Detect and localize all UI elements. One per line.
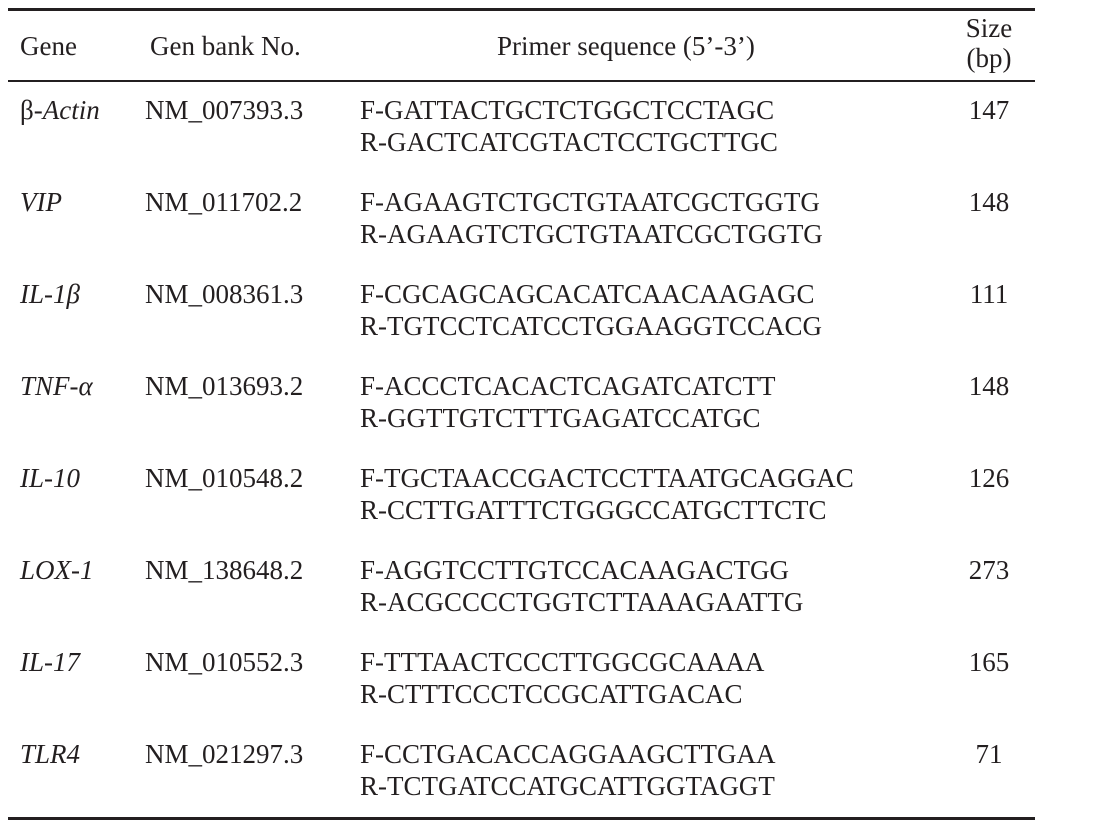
primer-sequences: F-ACCCTCACACTCAGATCATCTT R-GGTTGTCTTTGAG…: [360, 370, 776, 434]
header-gene: Gene: [20, 31, 77, 61]
forward-primer: F-CCTGACACCAGGAAGCTTGAA: [360, 739, 776, 769]
primer-sequences: F-CCTGACACCAGGAAGCTTGAA R-TCTGATCCATGCAT…: [360, 738, 776, 802]
gene-symbol: IL-17: [20, 647, 80, 677]
accession-number: NM_011702.2: [145, 187, 303, 217]
accession-number: NM_010548.2: [145, 463, 304, 493]
reverse-primer: R-CCTTGATTTCTGGGCCATGCTTCTC: [360, 495, 827, 525]
forward-primer: F-TGCTAACCGACTCCTTAATGCAGGAC: [360, 463, 854, 493]
reverse-primer: R-TGTCCTCATCCTGGAAGGTCCACG: [360, 311, 823, 341]
gene-symbol: IL-1β: [20, 279, 80, 309]
reverse-primer: R-ACGCCCCTGGTCTTAAAGAATTG: [360, 587, 804, 617]
gene-name: β-Actin: [20, 94, 100, 126]
table-row: LOX-1 NM_138648.2 F-AGGTCCTTGTCCACAAGACT…: [0, 554, 1093, 646]
gene-prefix: β-: [20, 95, 43, 125]
primer-sequences: F-TGCTAACCGACTCCTTAATGCAGGAC R-CCTTGATTT…: [360, 462, 854, 526]
product-size: 148: [968, 187, 1010, 217]
reverse-primer: R-TCTGATCCATGCATTGGTAGGT: [360, 771, 775, 801]
primer-sequences: F-AGAAGTCTGCTGTAATCGCTGGTG R-AGAAGTCTGCT…: [360, 186, 823, 250]
table-row: β-Actin NM_007393.3 F-GATTACTGCTCTGGCTCC…: [0, 94, 1093, 186]
forward-primer: F-AGAAGTCTGCTGTAATCGCTGGTG: [360, 187, 820, 217]
accession-number: NM_013693.2: [145, 371, 304, 401]
gene-name: IL-1β: [20, 278, 80, 310]
gene-symbol: LOX-1: [20, 555, 94, 585]
table-row: TNF-α NM_013693.2 F-ACCCTCACACTCAGATCATC…: [0, 370, 1093, 462]
reverse-primer: R-CTTTCCCTCCGCATTGACAC: [360, 679, 743, 709]
primer-sequences: F-GATTACTGCTCTGGCTCCTAGC R-GACTCATCGTACT…: [360, 94, 778, 158]
table-top-rule: [8, 8, 1035, 11]
table-row: TLR4 NM_021297.3 F-CCTGACACCAGGAAGCTTGAA…: [0, 738, 1093, 830]
product-size: 148: [968, 371, 1010, 401]
accession-number: NM_007393.3: [145, 95, 304, 125]
gene-name: TNF-α: [20, 370, 93, 402]
table-row: IL-17 NM_010552.3 F-TTTAACTCCCTTGGCGCAAA…: [0, 646, 1093, 738]
header-size-line1: Size: [965, 13, 1013, 43]
gene-symbol: Actin: [42, 95, 100, 125]
product-size: 147: [968, 95, 1010, 125]
table-bottom-rule: [8, 817, 1035, 820]
gene-name: TLR4: [20, 738, 80, 770]
reverse-primer: R-AGAAGTCTGCTGTAATCGCTGGTG: [360, 219, 823, 249]
header-size-line2: (bp): [966, 43, 1012, 73]
table-row: VIP NM_011702.2 F-AGAAGTCTGCTGTAATCGCTGG…: [0, 186, 1093, 278]
header-size: Size (bp): [956, 13, 1022, 73]
gene-name: VIP: [20, 186, 62, 218]
product-size: 273: [968, 555, 1010, 585]
primer-sequences: F-CGCAGCAGCACATCAACAAGAGC R-TGTCCTCATCCT…: [360, 278, 822, 342]
forward-primer: F-GATTACTGCTCTGGCTCCTAGC: [360, 95, 775, 125]
forward-primer: F-AGGTCCTTGTCCACAAGACTGG: [360, 555, 790, 585]
reverse-primer: R-GACTCATCGTACTCCTGCTTGC: [360, 127, 778, 157]
forward-primer: F-CGCAGCAGCACATCAACAAGAGC: [360, 279, 815, 309]
forward-primer: F-TTTAACTCCCTTGGCGCAAAA: [360, 647, 765, 677]
accession-number: NM_010552.3: [145, 647, 304, 677]
gene-symbol: VIP: [20, 187, 62, 217]
product-size: 111: [969, 279, 1009, 309]
product-size: 126: [968, 463, 1010, 493]
product-size: 165: [968, 647, 1010, 677]
table-row: IL-10 NM_010548.2 F-TGCTAACCGACTCCTTAATG…: [0, 462, 1093, 554]
primer-sequences: F-AGGTCCTTGTCCACAAGACTGG R-ACGCCCCTGGTCT…: [360, 554, 803, 618]
gene-name: IL-17: [20, 646, 80, 678]
header-primer-sequence: Primer sequence (5’-3’): [497, 31, 755, 61]
gene-symbol: IL-10: [20, 463, 80, 493]
gene-symbol: TLR4: [20, 739, 81, 769]
gene-symbol: TNF-α: [20, 371, 93, 401]
accession-number: NM_021297.3: [145, 739, 304, 769]
header-accession: Gen bank No.: [150, 31, 301, 61]
forward-primer: F-ACCCTCACACTCAGATCATCTT: [360, 371, 776, 401]
primer-sequences: F-TTTAACTCCCTTGGCGCAAAA R-CTTTCCCTCCGCAT…: [360, 646, 764, 710]
reverse-primer: R-GGTTGTCTTTGAGATCCATGC: [360, 403, 761, 433]
accession-number: NM_008361.3: [145, 279, 304, 309]
gene-name: IL-10: [20, 462, 80, 494]
gene-name: LOX-1: [20, 554, 94, 586]
accession-number: NM_138648.2: [145, 555, 304, 585]
table-row: IL-1β NM_008361.3 F-CGCAGCAGCACATCAACAAG…: [0, 278, 1093, 370]
product-size: 71: [975, 739, 1003, 769]
table-header-rule: [8, 80, 1035, 82]
